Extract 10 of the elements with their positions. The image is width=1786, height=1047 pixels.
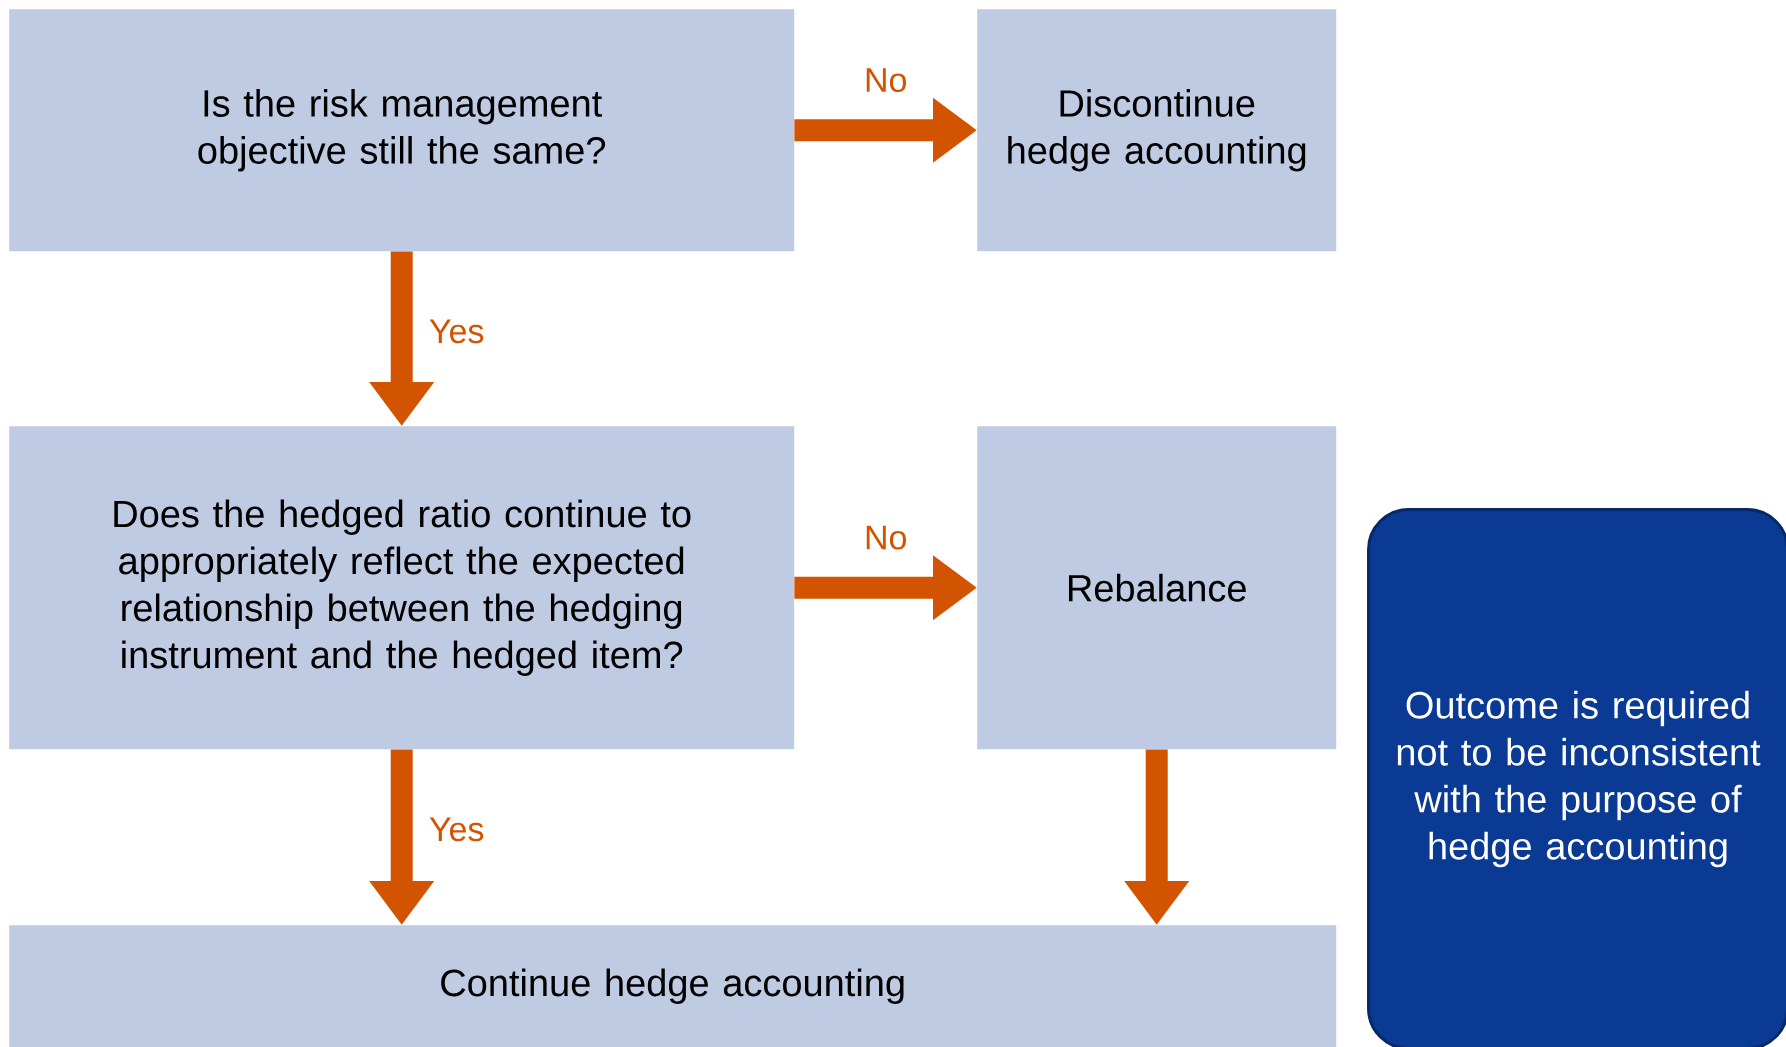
outcome-box: Outcome is required not to be inconsistent with the purpose of hedge accounting <box>1367 508 1786 1047</box>
edge-label: No <box>862 523 910 552</box>
process-box: Discontinue hedge accounting <box>977 9 1337 252</box>
decision-box: Does the hedged ratio continue to appropriately reflect the expected relationship between the hedging instrument and the hedged item? <box>9 426 795 750</box>
process-box: Continue hedge accounting <box>9 925 1337 1047</box>
process-box: Rebalance <box>977 426 1337 750</box>
edge-label: No <box>862 66 910 95</box>
decision-box: Is the risk management objective still the same? <box>9 9 795 252</box>
edge-label: Yes <box>426 815 487 844</box>
edge-label: Yes <box>426 317 487 346</box>
